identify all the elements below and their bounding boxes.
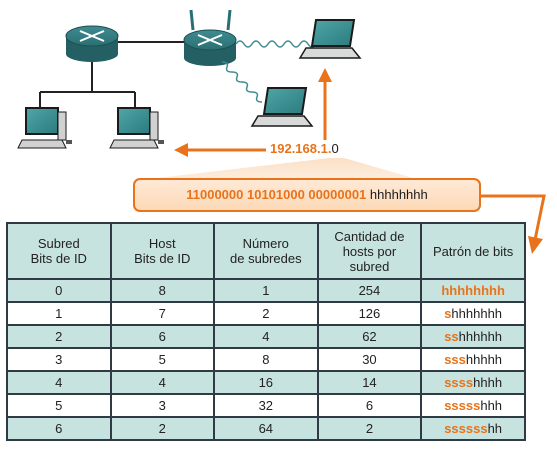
- bit-pattern-cell: sshhhhhh: [420, 324, 526, 349]
- wireless-signal-icon-2: [221, 61, 263, 103]
- header-bit-pattern: Patrón de bits: [420, 222, 526, 280]
- binary-host-bits: hhhhhhhh: [369, 187, 428, 202]
- table-row: 4 4 16 14 sssshhhh: [6, 370, 526, 395]
- bit-pattern-cell: ssssshhh: [420, 393, 526, 418]
- table-row: 6 2 64 2 sssssshh: [6, 416, 526, 441]
- desktop-computer-icon: [17, 107, 72, 149]
- table-row: 2 6 4 62 sshhhhhh: [6, 324, 526, 349]
- bit-pattern-cell: shhhhhhh: [420, 301, 526, 326]
- binary-address-box: 11000000 10101000 00000001 hhhhhhhh: [133, 178, 481, 212]
- table-row: 0 8 1 254 hhhhhhhh: [6, 278, 526, 303]
- arrow-up-icon: [318, 68, 332, 140]
- wireless-signal-icon: [235, 40, 317, 48]
- table-row: 3 5 8 30 ssshhhhh: [6, 347, 526, 372]
- table-row: 1 7 2 126 shhhhhhh: [6, 301, 526, 326]
- ip-address-label: 192.168.1.0: [270, 140, 339, 158]
- router-icon: [65, 25, 119, 62]
- bit-pattern-cell: hhhhhhhh: [420, 278, 526, 303]
- ip-network-part: 192.168.1.: [270, 141, 332, 156]
- desktop-computer-icon-2: [109, 107, 164, 149]
- laptop-icon-2: [250, 87, 314, 127]
- bit-pattern-cell: sssshhhh: [420, 370, 526, 395]
- network-cables: [39, 41, 186, 108]
- table-row: 5 3 32 6 ssssshhh: [6, 393, 526, 418]
- bit-pattern-cell: sssssshh: [420, 416, 526, 441]
- binary-network-bits: 11000000 10101000 00000001: [186, 187, 367, 202]
- arrow-left-icon: [174, 143, 266, 157]
- bit-pattern-cell: ssshhhhh: [420, 347, 526, 372]
- ip-host-part: 0: [331, 141, 339, 156]
- wireless-router-icon: [183, 9, 237, 66]
- arrow-down-icon: [481, 194, 546, 254]
- callout-pointer: [140, 158, 420, 180]
- laptop-icon: [298, 19, 362, 59]
